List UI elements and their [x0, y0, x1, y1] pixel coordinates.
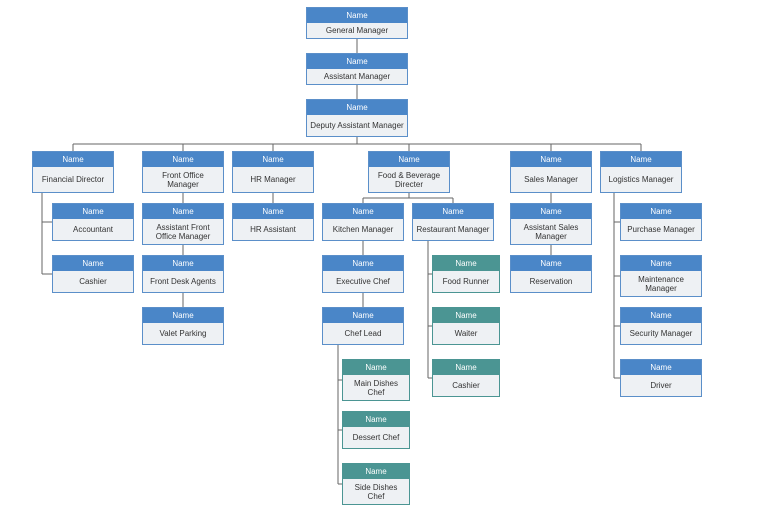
- node-name-header: Name: [511, 152, 591, 167]
- node-name-header: Name: [53, 204, 133, 219]
- node-role-label: General Manager: [325, 26, 389, 35]
- node-role-label: Kitchen Manager: [332, 225, 394, 234]
- node-role-label: HR Assistant: [250, 225, 296, 234]
- node-role-label: Driver: [650, 381, 672, 390]
- node-name-header: Name: [511, 256, 591, 271]
- node-name-header: Name: [433, 360, 499, 375]
- node-role-label: HR Manager: [250, 175, 296, 184]
- node-name-header: Name: [323, 256, 403, 271]
- node-role-label: Assistant Sales Manager: [523, 222, 579, 241]
- node-name-header: Name: [413, 204, 493, 219]
- node-name-header: Name: [307, 8, 407, 23]
- node-role-label: Cashier: [79, 277, 107, 286]
- node-name-header: Name: [143, 308, 223, 323]
- node-role-label: Reservation: [529, 277, 573, 286]
- node-name-header: Name: [143, 256, 223, 271]
- node-role-label: Deputy Assistant Manager: [310, 121, 404, 130]
- node-role-label: Cashier: [452, 381, 480, 390]
- node-hr-assistant[interactable]: Name HR Assistant: [232, 203, 314, 241]
- node-name-header: Name: [433, 256, 499, 271]
- node-role-label: Front Desk Agents: [150, 277, 216, 286]
- node-name-header: Name: [323, 308, 403, 323]
- node-name-header: Name: [343, 412, 409, 427]
- node-role-label: Food Runner: [442, 277, 490, 286]
- node-name-header: Name: [233, 204, 313, 219]
- node-role-label: Side Dishes Chef: [354, 482, 398, 501]
- node-role-label: Assistant Front Office Manager: [155, 222, 211, 241]
- node-name-header: Name: [369, 152, 449, 167]
- node-role-label: Dessert Chef: [352, 433, 400, 442]
- node-role-label: Logistics Manager: [608, 175, 674, 184]
- node-name-header: Name: [53, 256, 133, 271]
- node-role-label: Sales Manager: [524, 175, 578, 184]
- node-name-header: Name: [233, 152, 313, 167]
- node-name-header: Name: [307, 54, 407, 69]
- node-role-label: Waiter: [454, 329, 478, 338]
- node-name-header: Name: [433, 308, 499, 323]
- node-role-label: Food & Beverage Directer: [377, 170, 441, 189]
- node-name-header: Name: [621, 308, 701, 323]
- node-role-label: Executive Chef: [336, 277, 390, 286]
- node-role-label: Main Dishes Chef: [353, 378, 398, 397]
- node-role-label: Front Office Manager: [162, 170, 204, 189]
- node-name-header: Name: [323, 204, 403, 219]
- node-name-header: Name: [621, 256, 701, 271]
- node-name-header: Name: [143, 204, 223, 219]
- node-name-header: Name: [511, 204, 591, 219]
- node-hr-manager[interactable]: Name HR Manager: [232, 151, 314, 193]
- node-role-label: Assistant Manager: [323, 72, 391, 81]
- node-role-label: Accountant: [72, 225, 114, 234]
- node-name-header: Name: [343, 360, 409, 375]
- node-role-label: Restaurant Manager: [416, 225, 490, 234]
- node-name-header: Name: [33, 152, 113, 167]
- node-role-label: Chef Lead: [344, 329, 382, 338]
- node-name-header: Name: [343, 464, 409, 479]
- node-name-header: Name: [621, 204, 701, 219]
- node-role-label: Purchase Manager: [627, 225, 695, 234]
- node-name-header: Name: [143, 152, 223, 167]
- node-name-header: Name: [621, 360, 701, 375]
- node-name-header: Name: [601, 152, 681, 167]
- node-name-header: Name: [307, 100, 407, 115]
- node-role-label: Financial Director: [41, 175, 105, 184]
- node-role-label: Valet Parking: [159, 329, 207, 338]
- node-role-label: Security Manager: [629, 329, 693, 338]
- node-role-label: Maintenance Manager: [638, 274, 684, 293]
